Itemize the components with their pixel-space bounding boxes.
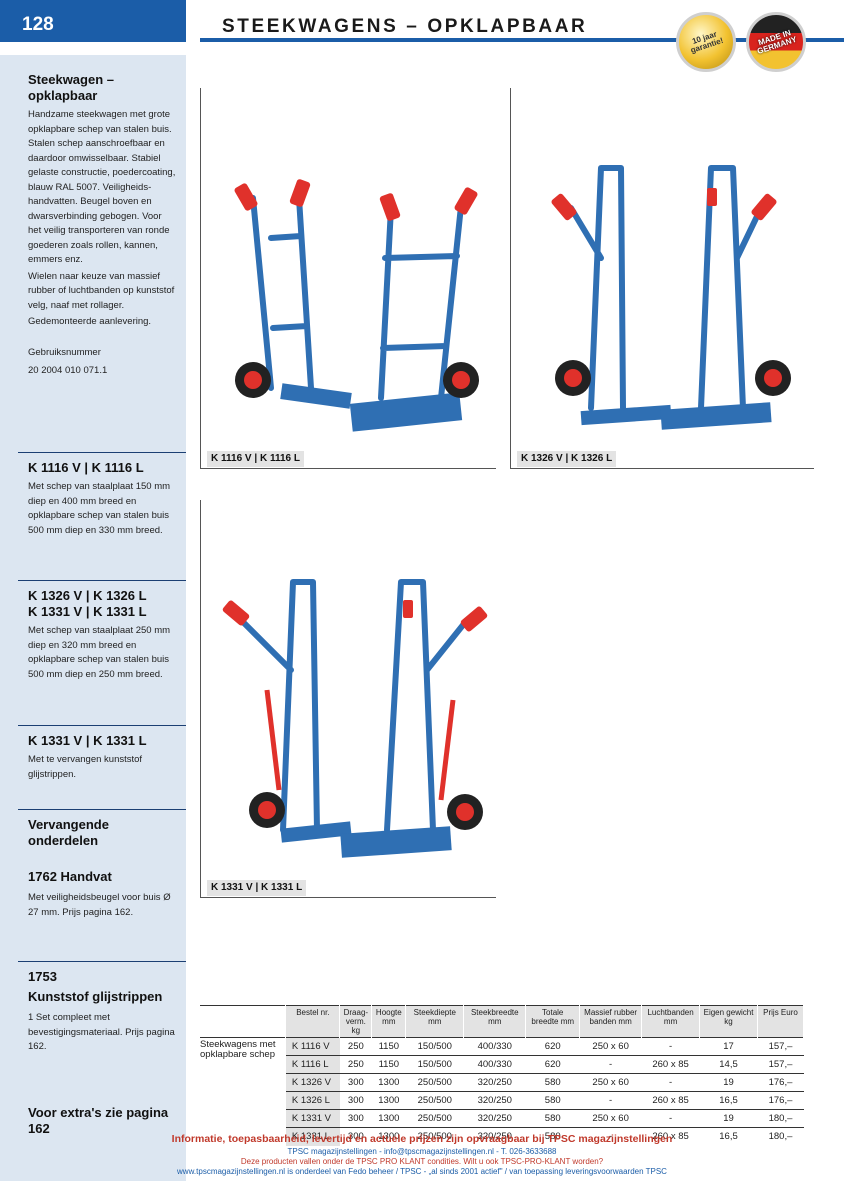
table-header: Luchtbanden mm	[641, 1005, 701, 1038]
product-photo-k1331: K 1331 V | K 1331 L	[200, 500, 496, 898]
header-rule	[200, 38, 844, 42]
more-info-text: Voor extra's zie pagina 162	[28, 1105, 169, 1136]
section-text: Met schep van staalplaat 250 mm diep en …	[28, 625, 171, 680]
footer-legal: www.tpscmagazijnstellingen.nl is onderde…	[177, 1167, 667, 1176]
section-subtitle: 1762 Handvat	[28, 869, 112, 884]
section-k1326: K 1326 V | K 1326 L K 1331 V | K 1331 L …	[28, 588, 176, 682]
page-number-tab: 128	[0, 0, 186, 42]
page-title: STEEKWAGENS – OPKLAPBAAR	[222, 16, 588, 37]
photo-caption: K 1116 V | K 1116 L	[207, 451, 304, 467]
table-group-label: Steekwagens met opklapbare schep	[200, 1037, 286, 1146]
section-k1116: K 1116 V | K 1116 L Met schep van staalp…	[28, 460, 176, 538]
product-photo-k1116: K 1116 V | K 1116 L	[200, 88, 496, 469]
photo-caption: K 1331 V | K 1331 L	[207, 880, 307, 896]
spec-table: Bestel nr. Draag-verm. kg Hoogte mm Stee…	[200, 1005, 805, 1146]
table-header: Steekdiepte mm	[405, 1005, 465, 1038]
sidebar	[0, 55, 186, 1181]
footer-contact: TPSC magazijnstellingen - info@tpscmagaz…	[287, 1147, 557, 1156]
intro-title: Steekwagen – opklapbaar	[28, 72, 114, 103]
table-header: Bestel nr.	[285, 1005, 341, 1038]
section-title: Vervangende onderdelen	[28, 817, 109, 848]
table-header: Steekbreedte mm	[463, 1005, 527, 1038]
table-header: Eigen gewicht kg	[699, 1005, 758, 1038]
table-header: Totale breedte mm	[525, 1005, 581, 1038]
section-title: K 1331 V | K 1331 L	[28, 604, 147, 619]
footer-info: Informatie, toepasbaarheid, levertijd en…	[171, 1133, 673, 1145]
section-title: K 1326 V | K 1326 L	[28, 588, 147, 603]
photo-caption: K 1326 V | K 1326 L	[517, 451, 617, 467]
section-title: K 1331 V | K 1331 L	[28, 733, 147, 748]
warranty-badge-icon: 10 jaar garantie!	[676, 12, 736, 72]
table-row: Steekwagens met opklapbare schep K 1116 …	[200, 1037, 804, 1146]
section-k1331: K 1331 V | K 1331 L Met te vervangen kun…	[28, 733, 176, 782]
usage-number: 20 2004 010 071.1	[28, 365, 108, 376]
delivery-text: Gedemonteerde aanlevering.	[28, 316, 152, 327]
more-info: Voor extra's zie pagina 162	[28, 1105, 176, 1137]
intro-section: Steekwagen – opklapbaar Handzame steekwa…	[28, 72, 176, 379]
hand-truck-image	[551, 165, 791, 430]
section-divider	[18, 725, 186, 726]
section-text: Met veiligheidsbeugel voor buis Ø 27 mm.…	[28, 892, 171, 918]
section-title: 1753	[28, 969, 57, 984]
section-glide-strips: 1753 Kunststof glijstrippen 1 Set comple…	[28, 969, 176, 1055]
footer-pro-klant: Deze producten vallen onder de TPSC PRO …	[240, 1157, 604, 1166]
section-divider	[18, 580, 186, 581]
table-header: Prijs Euro	[757, 1005, 805, 1038]
section-subtitle: Kunststof glijstrippen	[28, 989, 163, 1004]
product-photo-k1326: K 1326 V | K 1326 L	[510, 88, 814, 469]
made-in-germany-badge-icon: MADE IN GERMANY	[746, 12, 806, 72]
usage-label: Gebruiksnummer	[28, 346, 101, 358]
section-text: 1 Set compleet met bevestigingsmateriaal…	[28, 1012, 175, 1052]
table-header: Massief rubber banden mm	[579, 1005, 643, 1038]
section-divider	[18, 452, 186, 453]
intro-text: Handzame steekwagen met grote opklapbare…	[28, 109, 176, 265]
section-spare-parts: Vervangende onderdelen 1762 Handvat Met …	[28, 817, 176, 920]
table-header: Hoogte mm	[371, 1005, 407, 1038]
section-title: K 1116 V | K 1116 L	[28, 460, 144, 475]
section-text: Met te vervangen kunststof glijstrippen.	[28, 754, 143, 780]
section-divider	[18, 809, 186, 810]
hand-truck-image	[222, 579, 488, 858]
table-header: Draag-verm. kg	[339, 1005, 373, 1038]
hand-truck-image	[234, 179, 479, 432]
wheels-text: Wielen naar keuze van massief rubber of …	[28, 270, 175, 311]
section-text: Met schep van staalplaat 150 mm diep en …	[28, 481, 171, 536]
page-number: 128	[22, 14, 54, 35]
section-divider	[18, 961, 186, 962]
table-header-row: Bestel nr. Draag-verm. kg Hoogte mm Stee…	[200, 1005, 805, 1038]
